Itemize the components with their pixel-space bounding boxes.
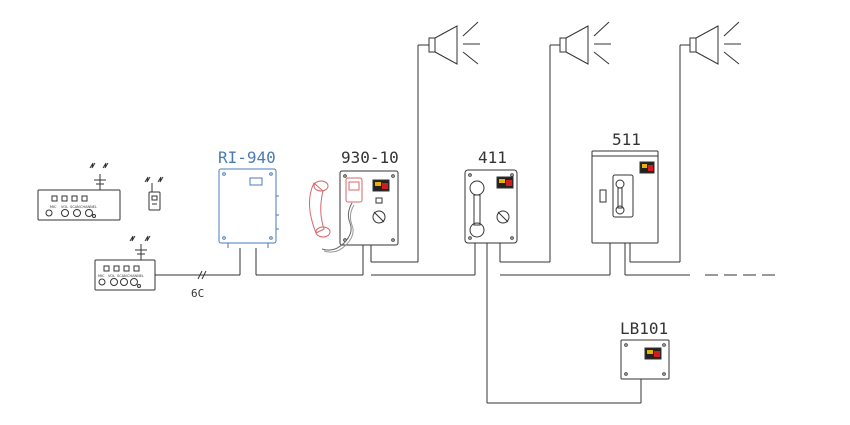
antenna-icon bbox=[129, 235, 151, 260]
label-6c: 6C bbox=[191, 287, 204, 300]
label-930-10: 930-10 bbox=[341, 148, 399, 167]
label-511: 511 bbox=[612, 130, 641, 149]
radio-base-station-1: MIC VOL SCAN CHANNEL bbox=[37, 162, 121, 221]
vol-label: VOL bbox=[61, 205, 68, 209]
mic-label: MIC bbox=[50, 205, 57, 209]
warning-badge bbox=[639, 161, 655, 174]
warning-badge bbox=[644, 347, 662, 360]
ri-940-interface bbox=[218, 168, 279, 248]
station-930-10 bbox=[309, 170, 399, 262]
vol-label-2: VOL bbox=[108, 274, 115, 278]
channel-label-2: CHANNEL bbox=[127, 274, 144, 278]
handset-icon bbox=[309, 180, 331, 238]
horn-speaker-icon bbox=[428, 21, 480, 65]
handheld-radio-icon bbox=[144, 176, 164, 211]
radio-base-station-2: MIC VOL SCAN CHANNEL bbox=[94, 235, 156, 291]
station-511 bbox=[591, 150, 659, 247]
handset-icon bbox=[469, 180, 485, 238]
label-411: 411 bbox=[478, 148, 507, 167]
station-411 bbox=[464, 169, 518, 244]
antenna-icon bbox=[89, 162, 109, 190]
warning-badge bbox=[496, 176, 514, 189]
lb101-box bbox=[620, 339, 670, 380]
channel-label: CHANNEL bbox=[80, 205, 97, 209]
handset-icon bbox=[615, 179, 625, 215]
horn-speaker-icon bbox=[689, 21, 741, 65]
scan-label-2: SCAN bbox=[117, 274, 127, 278]
scan-label: SCAN bbox=[70, 205, 80, 209]
label-ri-940: RI-940 bbox=[218, 148, 276, 167]
mic-label-2: MIC bbox=[98, 274, 105, 278]
wiring bbox=[155, 44, 775, 404]
horn-speaker-icon bbox=[559, 21, 611, 65]
label-lb101: LB101 bbox=[620, 319, 668, 338]
warning-badge bbox=[372, 179, 390, 192]
